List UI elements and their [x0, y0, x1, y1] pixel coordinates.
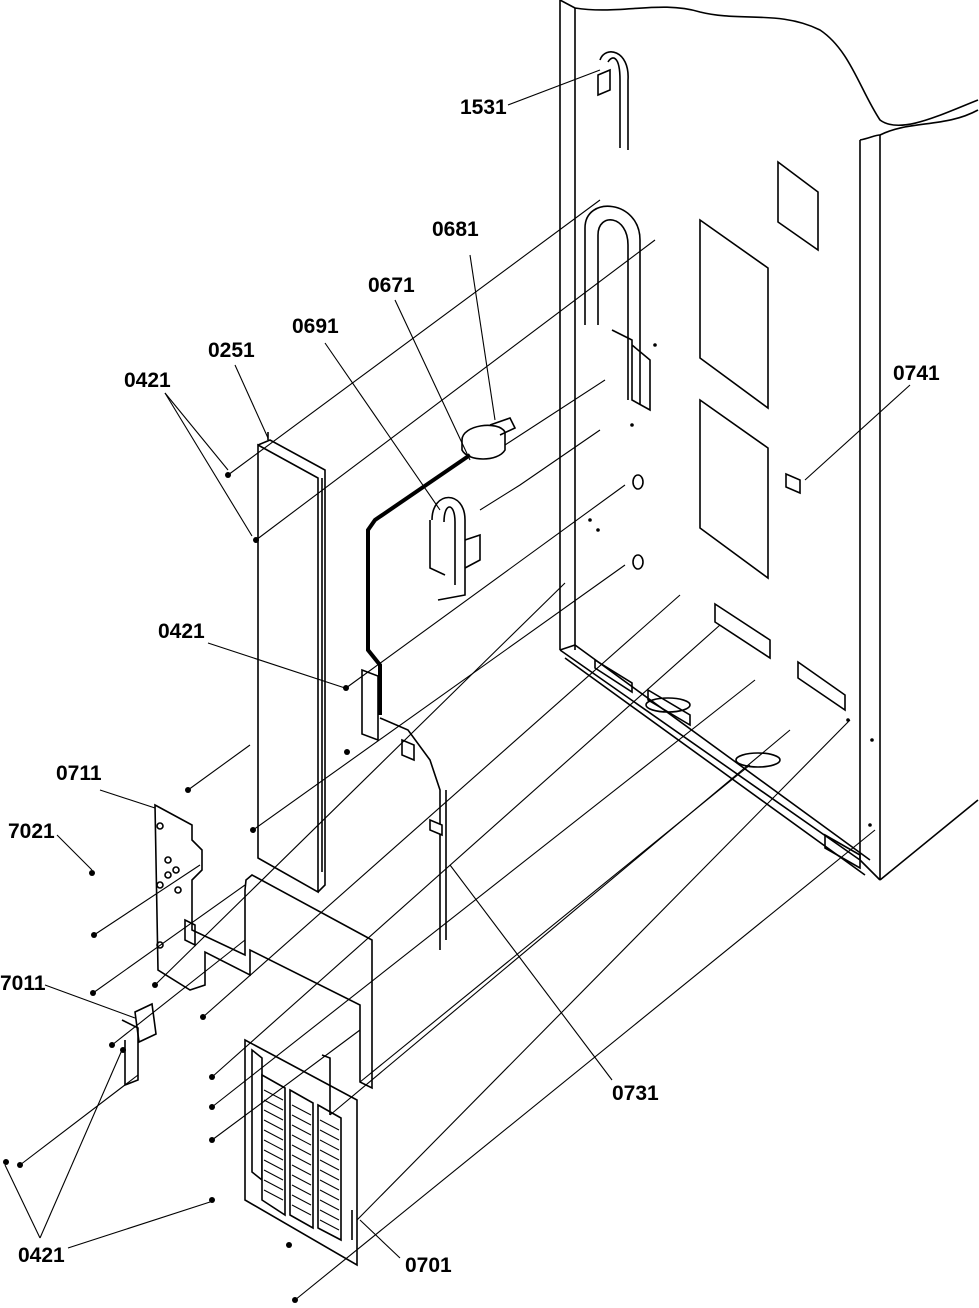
- callout-0711: 0711: [56, 762, 102, 785]
- callout-0731: 0731: [612, 1082, 659, 1105]
- callout-7011: 7011: [0, 972, 46, 995]
- callout-leaders: [4, 69, 911, 1259]
- callout-0681: 0681: [432, 218, 479, 241]
- callout-0701: 0701: [405, 1254, 452, 1277]
- callout-labels: 1531 0681 0671 0691 0251 0421 0741 0421 …: [0, 96, 940, 1277]
- callout-0671: 0671: [368, 274, 415, 297]
- duct-cover-0251: [257, 432, 326, 894]
- cabinet-back-panel: [559, 0, 979, 881]
- callout-7021: 7021: [8, 820, 55, 843]
- callout-0421-top: 0421: [124, 369, 171, 392]
- drain-parts: [361, 417, 517, 950]
- callout-0691: 0691: [292, 315, 339, 338]
- assembly-lines: [19, 199, 876, 1301]
- callout-0421-mid: 0421: [158, 620, 205, 643]
- callout-0421-bottom: 0421: [18, 1244, 65, 1267]
- grille-0701: [244, 1038, 358, 1267]
- callout-0251: 0251: [208, 339, 255, 362]
- callout-0741: 0741: [893, 362, 940, 385]
- callout-1531: 1531: [460, 96, 507, 119]
- bracket-0711: [121, 803, 373, 1090]
